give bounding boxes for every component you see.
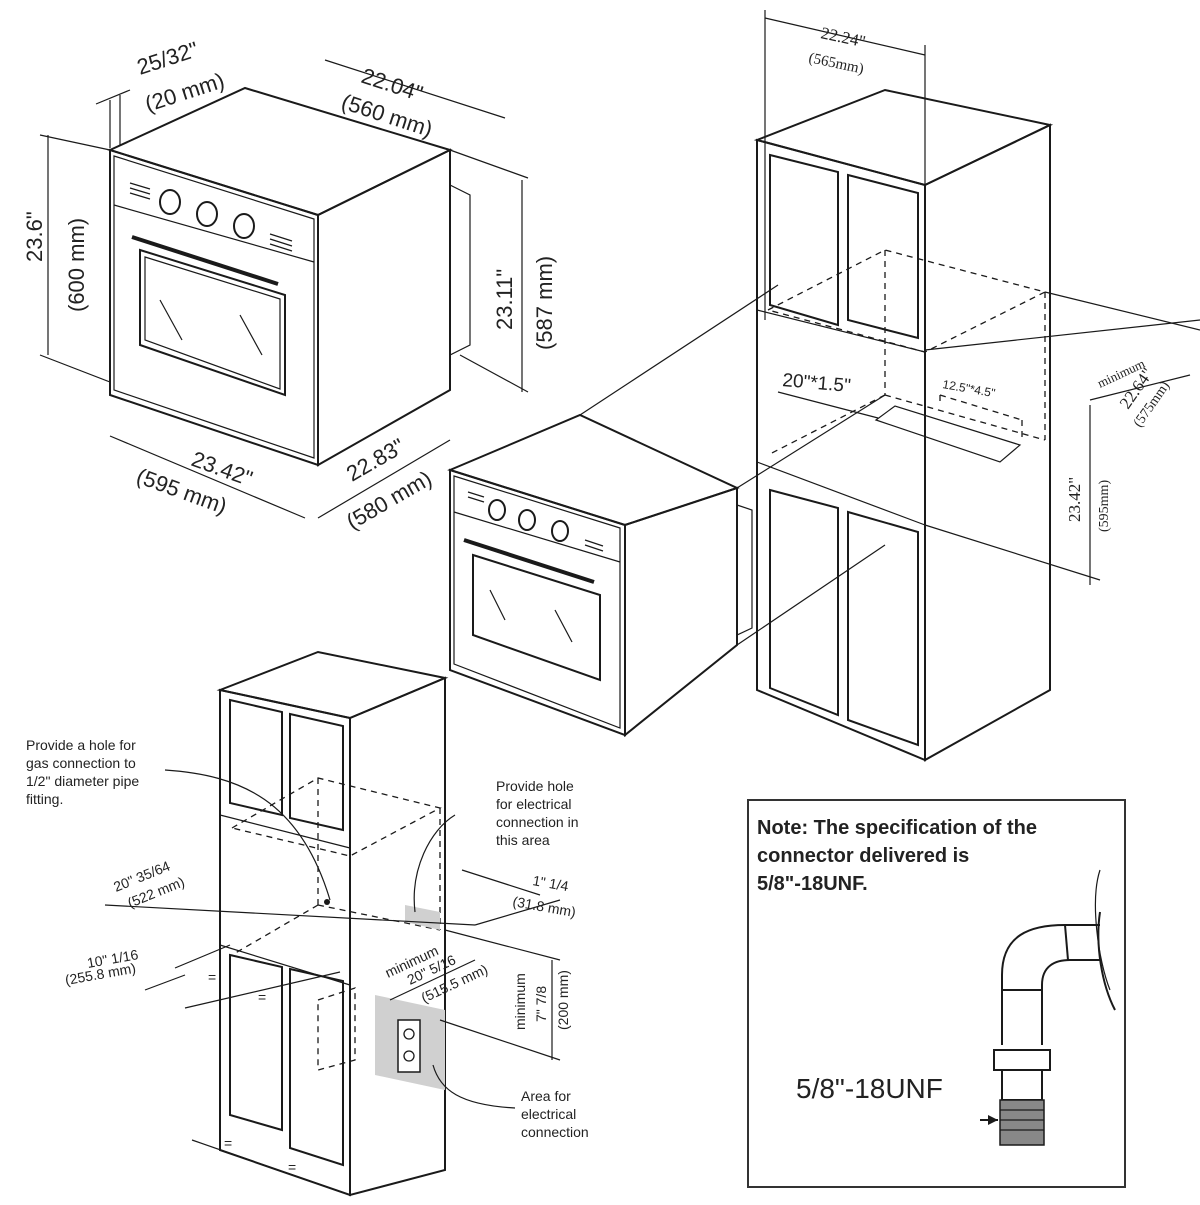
vent-icon xyxy=(467,491,604,552)
equal-mark-1: = xyxy=(208,969,216,985)
dim-200-mm: (200 mm) xyxy=(555,970,571,1030)
cab-height-mm: (595mm) xyxy=(1097,480,1112,532)
dim-flange: 25/32" xyxy=(134,37,202,80)
note-line-1: Note: The specification of the xyxy=(757,817,1037,839)
cab-height: 23.42" xyxy=(1065,477,1084,522)
elec-note: Provide hole for electrical connection i… xyxy=(496,778,579,848)
install-cabinet xyxy=(104,650,561,1197)
gas-note-line-1: Provide a hole for xyxy=(26,737,136,753)
area-note-line-2: electrical xyxy=(521,1106,576,1122)
connector-note-box: Note: The specification of the connector… xyxy=(747,799,1126,1188)
dim-depth: 22.83" xyxy=(342,433,409,486)
gas-note-line-2: gas connection to xyxy=(26,755,136,771)
knob-icon xyxy=(159,189,255,239)
elec-note-line-4: this area xyxy=(496,832,550,848)
gas-note: Provide a hole for gas connection to 1/2… xyxy=(26,737,139,807)
area-note-line-3: connection xyxy=(521,1124,589,1140)
equal-mark-3: = xyxy=(224,1135,232,1151)
cab-width-mm: (565mm) xyxy=(807,50,865,77)
dim-height-mm: (600 mm) xyxy=(64,218,89,312)
oven-middle xyxy=(447,284,886,738)
elec-note-line-3: connection in xyxy=(496,814,579,830)
area-note: Area for electrical connection xyxy=(521,1088,589,1140)
cab-vent: 12.5"*4.5" xyxy=(941,377,996,400)
outlet-icon xyxy=(397,1019,421,1073)
connector-pipe-icon xyxy=(980,869,1116,1146)
gas-note-line-4: fitting. xyxy=(26,791,63,807)
thread-label: 5/8"-18UNF xyxy=(796,1073,943,1104)
gas-note-line-3: 1/2" diameter pipe xyxy=(26,773,139,789)
dim-200: 7" 7/8 xyxy=(533,986,549,1022)
note-line-3: 5/8"-18UNF. xyxy=(757,873,868,895)
equal-mark-2: = xyxy=(258,989,266,1005)
knob-icon xyxy=(488,499,569,542)
elec-note-line-1: Provide hole xyxy=(496,778,574,794)
area-note-line-1: Area for xyxy=(521,1088,571,1104)
dim-body-height-mm: (587 mm) xyxy=(532,256,557,350)
cab-width: 22.24" xyxy=(819,23,867,51)
dim-318: 1" 1/4 xyxy=(531,872,570,894)
vent-icon xyxy=(129,182,293,252)
oven-top-left xyxy=(39,59,529,519)
dim-200-min: minimum xyxy=(512,973,528,1030)
dim-body-height: 23.11" xyxy=(492,269,517,330)
equal-mark-4: = xyxy=(288,1159,296,1175)
dim-318-mm: (31.8 mm) xyxy=(511,893,577,920)
elec-note-line-2: for electrical xyxy=(496,796,571,812)
note-line-2: connector delivered is xyxy=(757,845,969,867)
cab-cutout: 20"*1.5" xyxy=(782,370,852,397)
dim-height: 23.6" xyxy=(22,211,47,262)
